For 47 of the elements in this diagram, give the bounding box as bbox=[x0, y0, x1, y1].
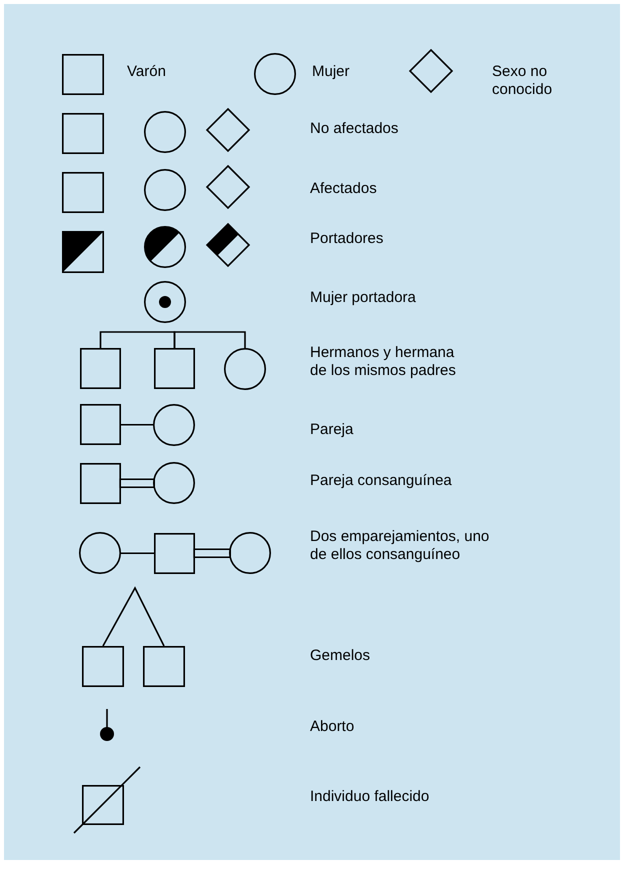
square-symbol bbox=[143, 646, 185, 687]
circle-symbol bbox=[144, 226, 186, 268]
diamond-symbol bbox=[206, 223, 250, 267]
sibling-line bbox=[100, 331, 176, 348]
circle-symbol bbox=[224, 348, 266, 390]
square-symbol bbox=[154, 348, 195, 389]
circle-symbol bbox=[254, 53, 296, 95]
diamond-symbol bbox=[409, 49, 453, 93]
circle-symbol bbox=[144, 169, 186, 211]
symbol-label: Afectados bbox=[310, 180, 378, 198]
circle-symbol bbox=[153, 462, 195, 504]
symbol-label: No afectados bbox=[310, 120, 400, 138]
symbol-label: Gemelos bbox=[310, 647, 372, 665]
symbol-label: Mujer bbox=[312, 63, 351, 81]
circle-symbol bbox=[153, 404, 195, 446]
double-line bbox=[193, 548, 231, 558]
circle-symbol bbox=[144, 111, 186, 153]
couple-line bbox=[121, 552, 154, 554]
symbol-label: Portadores bbox=[310, 230, 384, 248]
double-line bbox=[119, 478, 155, 488]
square-symbol bbox=[80, 404, 121, 445]
symbol-label: Varón bbox=[127, 63, 167, 81]
square-symbol bbox=[82, 785, 124, 825]
symbol-label: Individuo fallecido bbox=[310, 788, 430, 806]
square-symbol bbox=[80, 348, 121, 389]
square-symbol bbox=[82, 646, 124, 687]
symbol-label: Aborto bbox=[310, 718, 356, 736]
square-symbol bbox=[62, 54, 104, 95]
twin-line bbox=[102, 586, 165, 646]
square-symbol bbox=[62, 113, 104, 154]
circle-symbol bbox=[144, 281, 186, 323]
symbol-label: Mujer portadora bbox=[310, 289, 417, 307]
symbol-label: Hermanos y hermana de los mismos padres bbox=[310, 344, 457, 380]
symbol-label: Pareja bbox=[310, 421, 354, 439]
square-symbol bbox=[80, 463, 121, 504]
diamond-symbol bbox=[206, 108, 250, 152]
symbol-label: Pareja consanguínea bbox=[310, 472, 453, 490]
square-symbol bbox=[62, 231, 104, 273]
diamond-symbol bbox=[206, 165, 250, 209]
circle-symbol bbox=[79, 532, 121, 574]
circle-symbol bbox=[229, 532, 271, 574]
symbol-label: Dos emparejamientos, uno de ellos consanguíneo bbox=[310, 528, 490, 564]
couple-line bbox=[121, 424, 153, 426]
square-symbol bbox=[154, 533, 195, 574]
symbol-label: Sexo no conocido bbox=[492, 63, 554, 99]
sibling-line bbox=[174, 331, 246, 348]
square-symbol bbox=[62, 172, 104, 213]
